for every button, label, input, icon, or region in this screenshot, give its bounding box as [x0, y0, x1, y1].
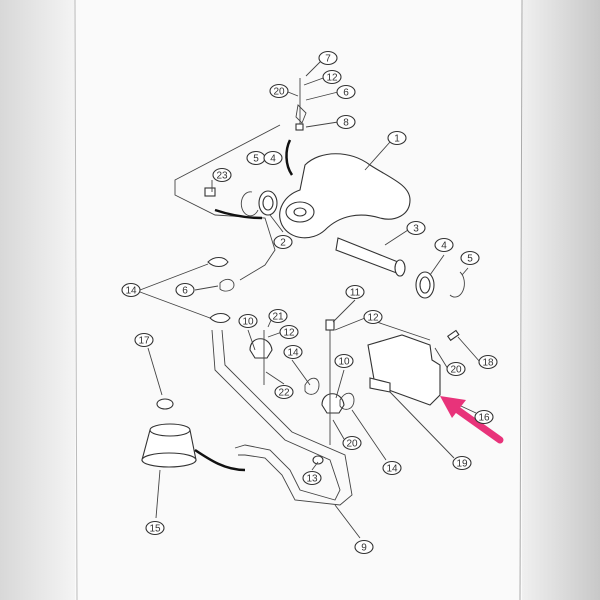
right-page-edge: [522, 0, 600, 600]
callout: 15: [145, 520, 165, 536]
svg-text:14: 14: [287, 348, 299, 359]
svg-text:4: 4: [441, 241, 447, 252]
callout: 19: [452, 455, 472, 471]
callout: 22: [274, 384, 294, 400]
callout: 14: [283, 344, 303, 360]
callout: 12: [363, 309, 383, 325]
svg-text:9: 9: [361, 543, 367, 554]
callout: 16: [474, 409, 494, 425]
part-14-clip: [207, 256, 229, 268]
part-drawings: [141, 78, 465, 506]
svg-text:12: 12: [326, 73, 338, 84]
part-13-nut: [312, 455, 324, 465]
highlight-arrow: [440, 396, 504, 444]
svg-text:8: 8: [343, 118, 349, 129]
callout: 10: [238, 313, 258, 329]
callout: 2: [273, 234, 293, 250]
callout: 12: [279, 324, 299, 340]
callout: 9: [354, 539, 374, 555]
svg-text:22: 22: [278, 388, 290, 399]
svg-text:12: 12: [283, 328, 295, 339]
svg-text:7: 7: [325, 54, 331, 65]
callout: 18: [478, 354, 498, 370]
callout: 4: [263, 150, 283, 166]
svg-text:10: 10: [338, 357, 350, 368]
part-14-clip-b: [304, 377, 320, 395]
svg-text:16: 16: [478, 413, 490, 424]
svg-text:12: 12: [367, 313, 379, 324]
svg-text:17: 17: [138, 336, 150, 347]
svg-text:6: 6: [182, 286, 188, 297]
part-10-bracket-b: [321, 393, 345, 414]
svg-text:13: 13: [306, 474, 318, 485]
part-18-bolt: [446, 329, 460, 342]
svg-text:4: 4: [270, 154, 276, 165]
callout: 20: [446, 361, 466, 377]
svg-text:10: 10: [242, 317, 254, 328]
svg-text:20: 20: [450, 365, 462, 376]
callout: 5: [246, 150, 266, 166]
callout: 13: [302, 470, 322, 486]
svg-text:2: 2: [280, 238, 286, 249]
callout: 6: [336, 84, 356, 100]
callout: 1: [387, 130, 407, 146]
svg-text:11: 11: [350, 288, 361, 299]
callout: 8: [336, 114, 356, 130]
svg-text:6: 6: [343, 88, 349, 99]
svg-text:14: 14: [386, 464, 398, 475]
part-17-cap: [156, 398, 174, 410]
svg-text:5: 5: [253, 154, 259, 165]
svg-text:19: 19: [456, 459, 468, 470]
callout: 11: [345, 284, 365, 300]
part-5-snapring: [240, 191, 259, 217]
part-9-pipe: [211, 329, 341, 501]
callout: 4: [434, 237, 454, 253]
part-10-bracket: [249, 338, 273, 359]
callout: 17: [134, 332, 154, 348]
callout: 10: [334, 353, 354, 369]
callout: 5: [460, 250, 480, 266]
svg-text:15: 15: [149, 524, 161, 535]
svg-text:3: 3: [413, 224, 419, 235]
callout: 7: [318, 50, 338, 66]
callout: 14: [121, 282, 141, 298]
svg-text:23: 23: [216, 171, 228, 182]
part-5-snapring-b: [449, 271, 465, 298]
callout: 21: [268, 308, 288, 324]
callout: 6: [175, 282, 195, 298]
callout: 3: [406, 220, 426, 236]
svg-text:20: 20: [346, 439, 358, 450]
svg-text:14: 14: [125, 286, 137, 297]
callout: 20: [342, 435, 362, 451]
svg-text:20: 20: [273, 87, 285, 98]
callout: 12: [322, 69, 342, 85]
svg-text:21: 21: [272, 312, 284, 323]
svg-text:18: 18: [482, 358, 494, 369]
svg-text:5: 5: [467, 254, 473, 265]
callout-labels: 7 12 20 6 8 1 5 4 23 2 3 4 5 14 6 11 12 …: [121, 50, 498, 555]
svg-text:1: 1: [394, 134, 400, 145]
callout: 14: [382, 460, 402, 476]
left-page-edge: [0, 0, 75, 600]
leader-lines: [139, 59, 481, 539]
callout: 23: [212, 167, 232, 183]
callout: 20: [269, 83, 289, 99]
